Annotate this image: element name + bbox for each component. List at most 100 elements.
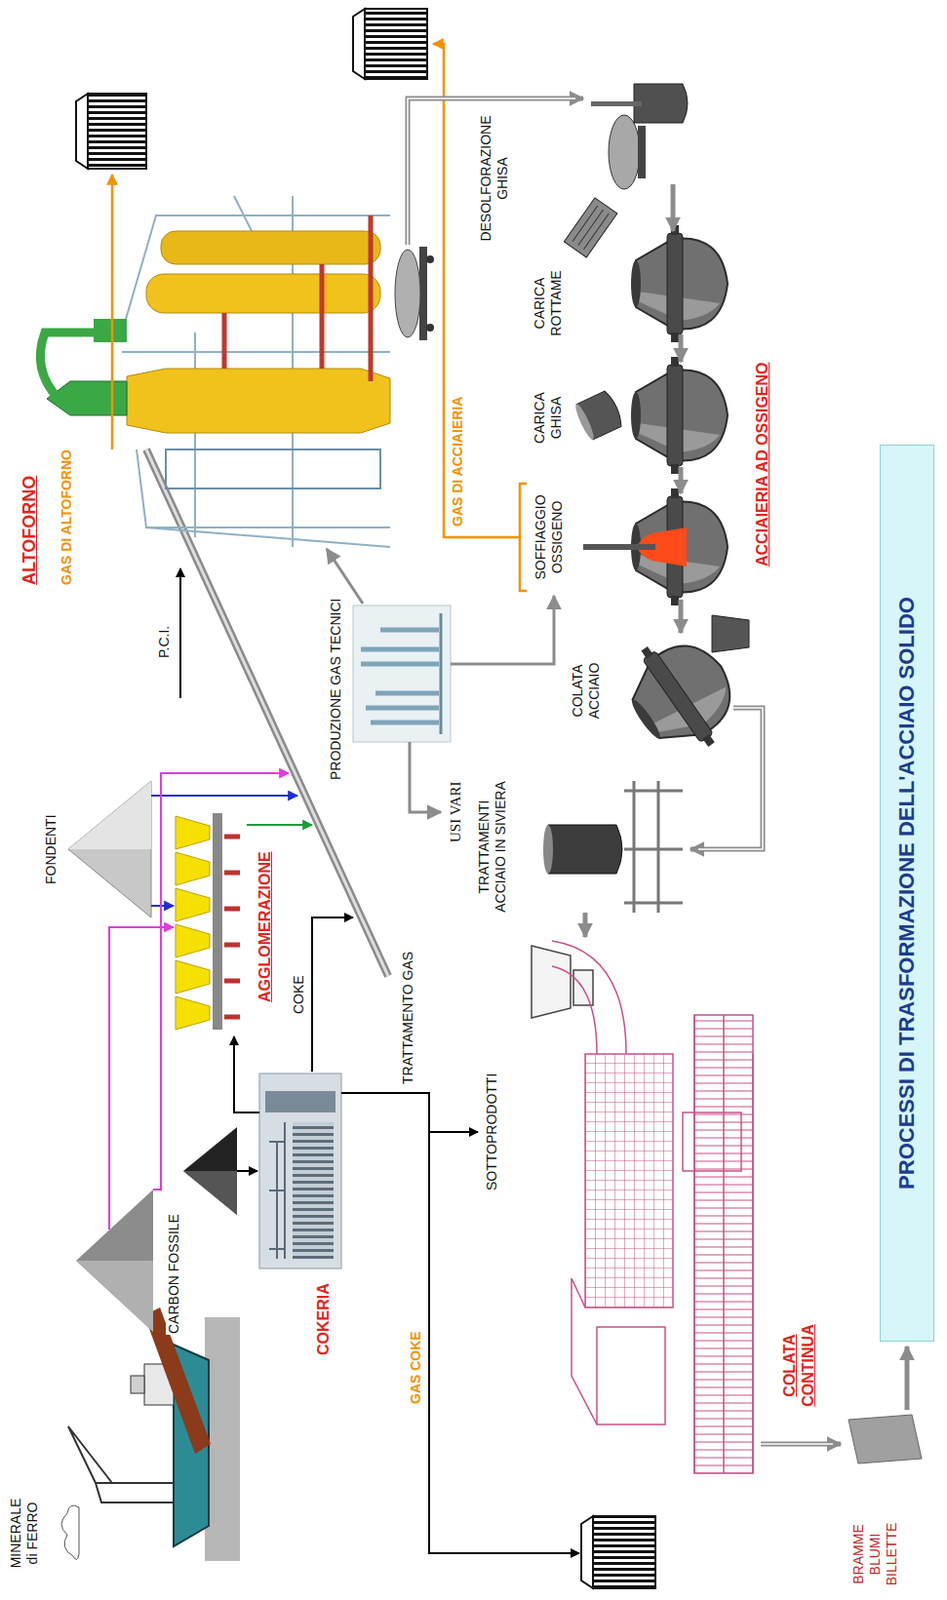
flow-arrow bbox=[905, 1346, 910, 1411]
technical-gas-plant bbox=[353, 605, 451, 743]
ore-pile bbox=[76, 1261, 154, 1333]
flow-arrow bbox=[179, 568, 182, 699]
process-label: COKERIA bbox=[314, 1282, 333, 1357]
process-label: USI VARI bbox=[446, 781, 465, 844]
ore-ship bbox=[130, 1376, 145, 1394]
flow-arrow bbox=[698, 708, 763, 850]
flow-arrow bbox=[583, 912, 589, 938]
ore-ship bbox=[204, 1317, 240, 1562]
process-label: ALTOFORNO bbox=[19, 474, 41, 587]
process-label: SOTTOPRODOTTI bbox=[483, 1072, 501, 1192]
coke-oven-plant bbox=[292, 1122, 334, 1260]
flow-arrow bbox=[670, 184, 676, 232]
flux-pile bbox=[68, 781, 152, 918]
title-text: PROCESSI DI TRASFORMAZIONE DELL'ACCIAIO … bbox=[894, 596, 920, 1190]
desulphurisation-station bbox=[633, 83, 688, 123]
ore-ship bbox=[68, 1426, 174, 1503]
flow-arrow bbox=[760, 1443, 833, 1446]
technical-gas-plant bbox=[439, 613, 443, 735]
blast-furnace-illustration bbox=[224, 215, 371, 382]
desulphurisation-station bbox=[591, 101, 642, 107]
continuous-caster bbox=[682, 1112, 742, 1172]
process-label: COLATA CONTINUA bbox=[780, 1322, 818, 1410]
process-label: AGGLOMERAZIONE bbox=[255, 850, 275, 1004]
steel-ladle bbox=[711, 615, 750, 653]
coal-pile bbox=[183, 1127, 237, 1216]
torpedo-car bbox=[426, 323, 435, 332]
process-label: CARICA ROTTAME bbox=[531, 268, 565, 339]
flow-arrow bbox=[690, 708, 763, 850]
gas-holder bbox=[87, 93, 147, 169]
flow-arrow bbox=[151, 794, 298, 797]
gas-holder bbox=[364, 8, 428, 79]
oxygen-blowing bbox=[583, 544, 656, 551]
scrap-chute bbox=[563, 197, 617, 258]
ore-ship bbox=[61, 1307, 240, 1562]
sinter-plant bbox=[212, 813, 223, 1030]
gas-holder bbox=[76, 93, 147, 169]
slab-product bbox=[848, 1415, 922, 1464]
sinter-plant bbox=[175, 816, 210, 850]
flow-arrow bbox=[409, 742, 441, 813]
gas-holder bbox=[581, 1516, 656, 1589]
process-label: P.C.I. bbox=[156, 625, 173, 660]
flow-arrow bbox=[429, 1131, 478, 1134]
flow-arrow bbox=[341, 1093, 580, 1554]
coke-oven-plant bbox=[259, 1073, 342, 1269]
title-band: PROCESSI DI TRASFORMAZIONE DELL'ACCIAIO … bbox=[879, 444, 935, 1342]
sinter-plant bbox=[175, 924, 210, 958]
flow-arrow bbox=[407, 98, 584, 245]
continuous-caster bbox=[571, 1278, 597, 1425]
sinter-plant bbox=[175, 888, 210, 922]
torpedo-car bbox=[394, 246, 435, 341]
process-label: GAS DI ALTOFORNO bbox=[58, 448, 76, 587]
flow-arrow bbox=[326, 549, 363, 604]
sinter-plant bbox=[175, 813, 240, 1030]
blast-furnace-illustration bbox=[126, 368, 391, 434]
flow-arrow bbox=[151, 905, 174, 908]
flow-arrow bbox=[312, 917, 354, 1072]
process-label: MINERALE di FERRO bbox=[7, 1496, 41, 1572]
bof-converter bbox=[631, 225, 728, 343]
continuous-caster bbox=[531, 946, 571, 1019]
desulphurisation-station bbox=[637, 125, 646, 179]
bof-converter bbox=[631, 356, 728, 474]
process-label: DESOLFORAZIONE GHISA bbox=[477, 113, 512, 244]
sinter-plant bbox=[224, 836, 240, 1018]
process-label: PRODUZIONE GAS TECNICI bbox=[327, 597, 345, 782]
coal-pile bbox=[183, 1127, 237, 1216]
technical-gas-plant bbox=[360, 630, 439, 723]
flow-arrow bbox=[109, 927, 174, 1230]
process-label: COKE bbox=[290, 974, 308, 1016]
blast-furnace-illustration bbox=[160, 231, 381, 265]
flow-arrow bbox=[246, 824, 313, 827]
process-label: ACCIAIERIA AD OSSIGENO bbox=[752, 361, 772, 569]
gas-holder bbox=[353, 8, 365, 79]
oxygen-blowing bbox=[583, 527, 687, 567]
gas-holder bbox=[581, 1516, 593, 1589]
ore-pile bbox=[76, 1189, 154, 1333]
process-label: BRAMME BLUMI BILLETTE bbox=[850, 1520, 900, 1589]
process-label: GAS DI ACCIAIERIA bbox=[449, 395, 467, 528]
scrap-chute bbox=[572, 205, 609, 250]
flow-arrow bbox=[109, 43, 908, 1554]
continuous-caster bbox=[531, 941, 753, 1474]
technical-gas-plant bbox=[353, 605, 451, 743]
continuous-caster bbox=[694, 1015, 753, 1474]
blast-furnace-illustration bbox=[39, 332, 94, 399]
blast-furnace-illustration bbox=[121, 196, 391, 548]
flow-arrow bbox=[433, 43, 527, 592]
flow-arrow bbox=[234, 1036, 260, 1113]
hot-metal-ladle bbox=[572, 389, 625, 441]
flow-arrow bbox=[153, 773, 289, 1190]
flow-arrow bbox=[678, 334, 684, 362]
process-label: CARICA GHISA bbox=[531, 390, 565, 446]
ladle-treatment-station bbox=[548, 825, 623, 874]
blast-furnace-illustration bbox=[93, 318, 127, 343]
torpedo-car bbox=[394, 249, 421, 338]
continuous-caster bbox=[694, 1015, 753, 1474]
coke-oven-plant bbox=[269, 1122, 285, 1260]
flow-arrow bbox=[678, 599, 684, 633]
ladle-treatment-station bbox=[543, 825, 553, 874]
